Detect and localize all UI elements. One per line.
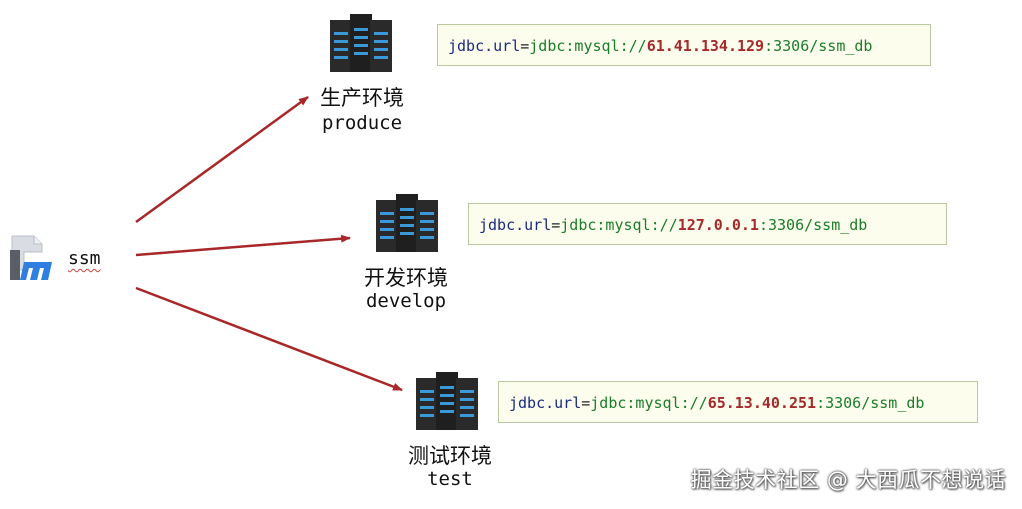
config-key: jdbc.url xyxy=(479,216,552,234)
config-eq: = xyxy=(551,216,561,234)
config-ip: 65.13.40.251 xyxy=(707,394,817,412)
server-rack-icon xyxy=(330,12,392,80)
config-suffix: :3306/ssm_db xyxy=(816,394,925,412)
maven-icon xyxy=(10,235,52,280)
arrow-to-produce xyxy=(135,95,309,224)
env-code-produce: produce xyxy=(321,112,403,134)
config-ip: 127.0.0.1 xyxy=(677,216,759,234)
config-key: jdbc.url xyxy=(509,394,582,412)
config-eq: = xyxy=(581,394,591,412)
config-ip: 61.41.134.129 xyxy=(646,37,765,55)
config-develop: jdbc.url=jdbc:mysql://127.0.0.1:3306/ssm… xyxy=(468,203,947,245)
arrow-to-test xyxy=(135,286,403,392)
config-eq: = xyxy=(520,37,530,55)
project-label: ssm xyxy=(68,248,101,269)
config-prefix: jdbc:mysql:// xyxy=(529,37,647,55)
arrow-to-develop xyxy=(135,234,351,257)
config-key: jdbc.url xyxy=(448,37,521,55)
server-rack-icon xyxy=(416,370,478,438)
env-name-test: 测试环境 xyxy=(408,444,492,468)
env-name-develop: 开发环境 xyxy=(364,266,448,290)
config-produce: jdbc.url=jdbc:mysql://61.41.134.129:3306… xyxy=(437,24,931,66)
env-code-develop: develop xyxy=(365,290,447,312)
server-rack-icon xyxy=(376,192,438,260)
config-suffix: :3306/ssm_db xyxy=(758,216,868,234)
watermark: 掘金技术社区 @ 大西瓜不想说话 xyxy=(690,468,1006,492)
env-code-test: test xyxy=(427,468,473,490)
config-test: jdbc.url=jdbc:mysql://65.13.40.251:3306/… xyxy=(498,381,978,423)
config-prefix: jdbc:mysql:// xyxy=(590,394,708,412)
env-name-produce: 生产环境 xyxy=(320,86,404,110)
config-suffix: :3306/ssm_db xyxy=(764,37,873,55)
config-prefix: jdbc:mysql:// xyxy=(560,216,678,234)
